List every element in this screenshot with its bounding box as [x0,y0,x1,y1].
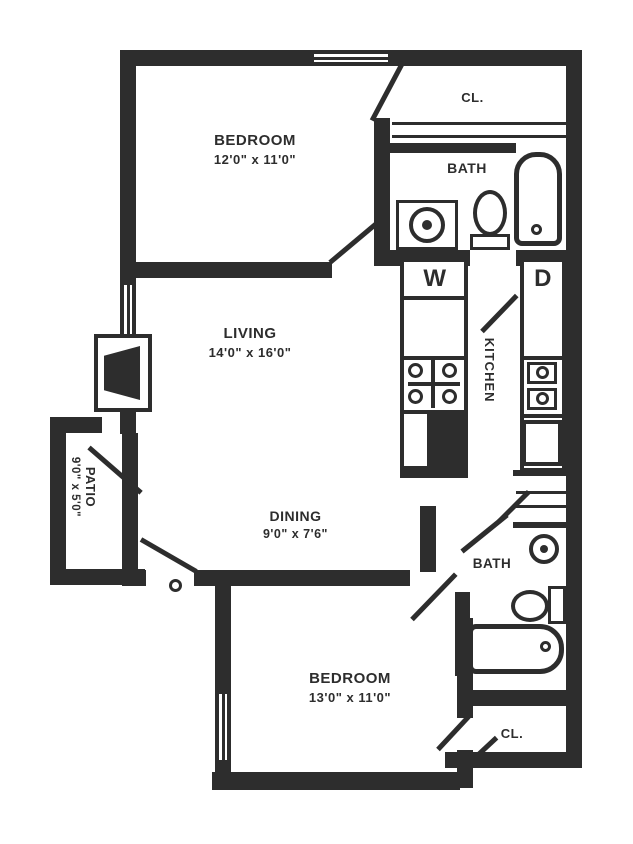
shelf-line [516,505,566,508]
door-swing [436,714,471,752]
counter-line [520,356,566,360]
door-swing [369,61,406,122]
wall [136,262,332,278]
toilet-icon [473,190,507,236]
room-dims-living: 14'0" x 16'0" [208,345,292,360]
wall [50,569,145,585]
wall [390,143,516,153]
counter-line [400,356,468,360]
wall [374,118,390,266]
window [120,278,136,334]
room-label-bath-bottom: BATH [472,556,512,571]
shelf-line [392,122,566,125]
sink-faucet-icon [422,220,432,230]
wall [194,570,410,586]
room-label-closet-bottom: CL. [500,726,524,741]
door-swing [328,221,379,265]
tub-drain-icon [531,224,542,235]
washer-icon: W [423,265,447,292]
fridge-icon [522,420,562,466]
wall [400,466,427,478]
sink-icon [536,366,549,379]
door-swing [410,572,458,622]
wall [427,412,468,478]
wall [513,522,566,528]
wall [50,417,66,585]
door-swing [139,537,198,574]
stove-burner-icon [408,389,423,404]
wall [457,618,473,718]
fireplace-firebox-icon [104,346,140,400]
wall [457,690,566,706]
dryer-icon: D [534,265,552,292]
stove-burner-icon [442,389,457,404]
stove-burner-icon [408,363,423,378]
wall [120,50,314,66]
wall [120,412,136,434]
toilet-icon [511,590,549,622]
tub-drain-icon [540,641,551,652]
wall [513,470,566,476]
door-swing [460,513,509,554]
room-label-kitchen: KITCHEN [482,337,498,403]
wall [457,750,473,788]
wall [212,772,460,790]
room-label-dining: DINING [269,508,322,524]
room-label-bedroom-top: BEDROOM [214,132,296,149]
room-dims-dining: 9'0" x 7'6" [262,527,328,541]
window [312,50,390,66]
counter-line [520,414,566,418]
shelf-line [516,491,566,494]
stove-burner-icon [442,363,457,378]
room-label-patio: PATIO 9'0" x 5'0" [60,432,98,542]
room-label-bedroom-bottom: BEDROOM [309,670,391,687]
wall [566,50,582,768]
room-label-living: LIVING [223,325,277,342]
sink-faucet-icon [540,545,548,553]
toilet-tank-icon [548,586,566,624]
window [215,694,231,762]
wall [215,586,231,694]
counter-line [400,296,468,300]
wall [122,433,138,569]
wall [420,506,436,572]
sink-icon [536,392,549,405]
stove-icon [431,360,435,408]
room-label-closet-top: CL. [461,90,484,105]
door-knob-icon [169,579,182,592]
room-label-bath-top: BATH [447,160,487,176]
patio-dims: 9'0" x 5'0" [68,456,81,518]
wall [50,417,102,433]
patio-name: PATIO [83,466,98,508]
wall [120,50,136,285]
room-dims-bedroom-top: 12'0" x 11'0" [213,152,297,167]
room-dims-bedroom-bottom: 13'0" x 11'0" [308,690,392,705]
wall [388,50,582,66]
toilet-tank-icon [470,234,510,250]
shelf-line [392,135,566,138]
